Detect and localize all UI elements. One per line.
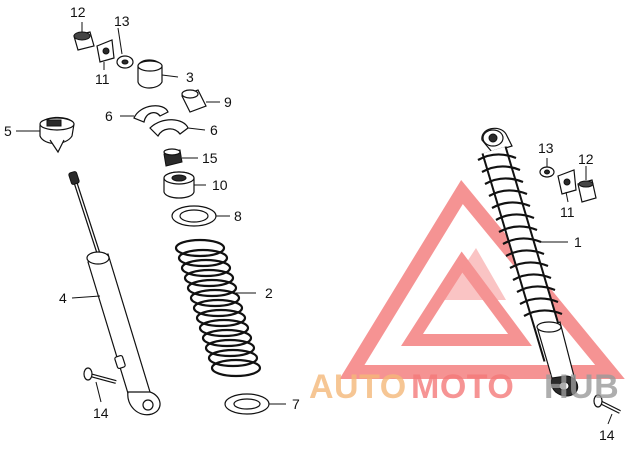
washer-11-left — [96, 39, 115, 63]
spring-collar-6-upper — [133, 105, 169, 123]
spring-collar-6-lower — [149, 119, 189, 138]
bolt-14-left — [83, 367, 117, 384]
callout-11-left: 11 — [95, 71, 110, 87]
callout-11-right: 11 — [560, 204, 575, 220]
callout-6-upper: 6 — [105, 108, 113, 124]
watermark-word-hub: HUB — [544, 368, 619, 406]
washer-11-right — [557, 169, 577, 195]
watermark-triangle-inner — [401, 251, 532, 346]
callout-2: 2 — [265, 285, 273, 301]
callout-5: 5 — [4, 123, 12, 139]
spring-seat-3 — [137, 59, 163, 89]
collar-nut-12-right — [577, 179, 597, 203]
callout-12-left: 12 — [70, 4, 86, 20]
callout-14-left: 14 — [93, 405, 109, 421]
callout-8: 8 — [234, 208, 242, 224]
leader-lines — [16, 22, 613, 425]
bolt-14-right — [593, 394, 621, 414]
callout-9: 9 — [224, 94, 232, 110]
nut-15 — [163, 148, 183, 167]
rear-shock-damper-left — [68, 171, 161, 416]
callout-3: 3 — [186, 69, 194, 85]
callout-6-lower: 6 — [210, 122, 218, 138]
callout-15: 15 — [202, 150, 218, 166]
spring-seat-7 — [224, 393, 270, 415]
callout-numbers: 1 2 3 4 5 6 6 7 8 9 10 11 11 12 12 13 13… — [4, 4, 615, 443]
watermark-word-auto: AUTO — [309, 368, 407, 406]
bush-9 — [181, 89, 207, 113]
watermark-triangle-core — [442, 248, 506, 300]
callout-10: 10 — [212, 177, 228, 193]
damper-rod-thread — [68, 171, 80, 185]
callout-7: 7 — [292, 396, 300, 412]
callout-13-left: 13 — [114, 13, 130, 29]
damper-label-tab — [114, 354, 126, 370]
washer-13-left — [116, 55, 134, 69]
spring-guide-8 — [171, 205, 217, 227]
rubber-bush-10 — [163, 171, 195, 199]
callout-14-right: 14 — [599, 427, 615, 443]
rear-shock-assembly-1 — [477, 127, 579, 397]
watermark-text: AUTO MOTO HUB — [309, 368, 619, 406]
callout-4: 4 — [59, 290, 67, 306]
damper-rod-highlight — [73, 177, 101, 259]
damper-eye-hole — [142, 399, 154, 411]
washer-13-right — [539, 166, 555, 178]
callout-12-right: 12 — [578, 151, 594, 167]
watermark-word-moto: MOTO — [411, 368, 514, 406]
collar-nut-12-left — [73, 31, 95, 51]
callout-1: 1 — [574, 234, 582, 250]
callout-13-right: 13 — [538, 140, 554, 156]
dust-seal-5 — [39, 116, 75, 154]
damper-top-cap — [86, 251, 110, 265]
coil-spring-2 — [174, 238, 262, 378]
